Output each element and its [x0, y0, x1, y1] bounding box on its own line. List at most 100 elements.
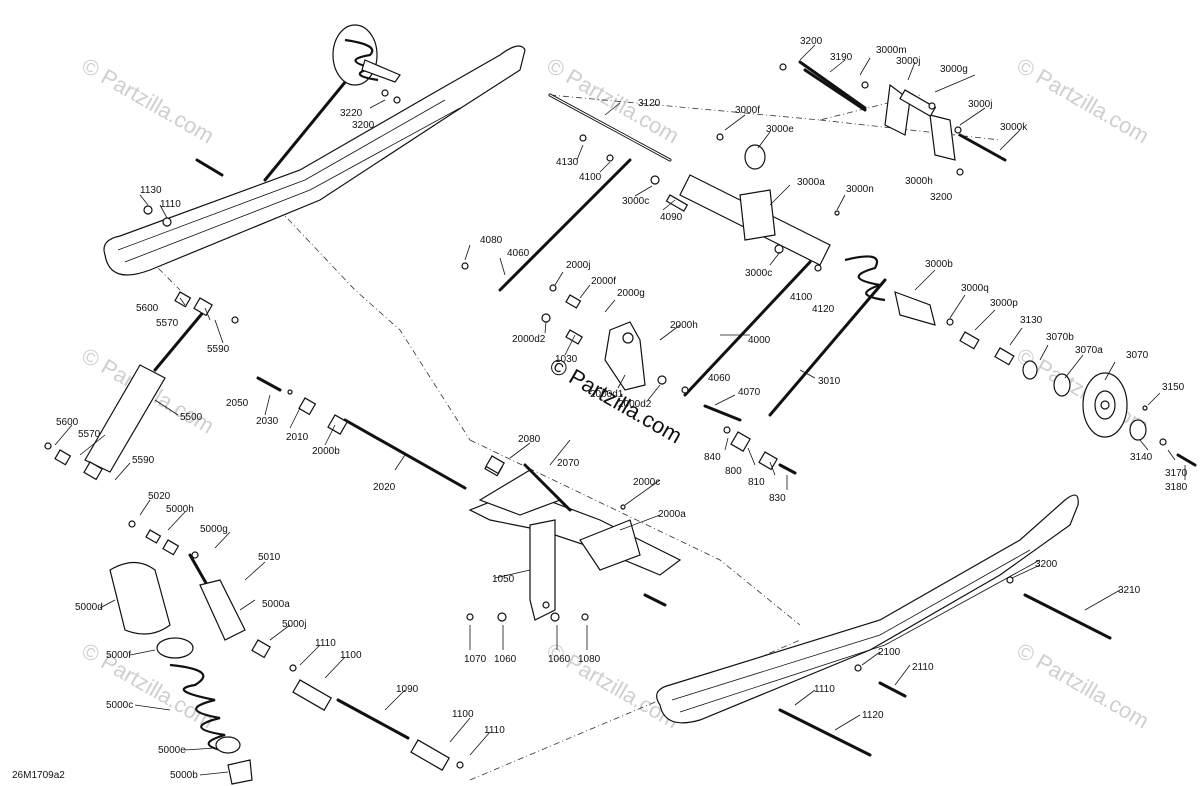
part-label: 3000e	[766, 124, 794, 135]
part-label: 1070	[464, 654, 487, 665]
part-label: 3000j	[896, 56, 920, 67]
left-rail	[103, 45, 526, 276]
part-label: 5000f	[106, 650, 131, 661]
part-label: 3000g	[940, 64, 968, 75]
part-label: 5500	[180, 412, 203, 423]
part-label: 4060	[708, 373, 731, 384]
part-label: 840	[704, 452, 721, 463]
part-label: 1120	[862, 710, 884, 721]
watermark: © Partzilla.com	[78, 53, 219, 149]
part-label: 3200	[800, 36, 823, 47]
part-label: 2000d2	[618, 399, 652, 410]
part-label: 5000e	[158, 745, 186, 756]
part-label: 3000n	[846, 184, 874, 195]
part-label: 3070	[1126, 350, 1149, 361]
part-label: 3000b	[925, 259, 953, 270]
part-label: 2000j	[566, 260, 590, 271]
part-label: 5000b	[170, 770, 198, 781]
part-label: 4100	[579, 172, 602, 183]
part-label: 3210	[1118, 585, 1141, 596]
part-label: 3200	[352, 120, 375, 131]
part-label: 3140	[1130, 452, 1153, 463]
part-label: 1100	[340, 650, 362, 661]
part-label: 1060	[548, 654, 571, 665]
part-label: 3010	[818, 376, 841, 387]
part-label: 1080	[578, 654, 601, 665]
part-label: 1100	[452, 709, 474, 720]
part-label: 3130	[1020, 315, 1043, 326]
part-label: 5000d	[75, 602, 103, 613]
shock-5000	[109, 529, 253, 785]
part-label: 3150	[1162, 382, 1185, 393]
part-label: 4060	[507, 248, 530, 259]
part-label: 1060	[494, 654, 517, 665]
part-label: 1110	[315, 638, 336, 649]
part-label: 2100	[878, 647, 901, 658]
part-label: 5590	[132, 455, 155, 466]
part-label: 830	[769, 493, 786, 504]
part-label: 4090	[660, 212, 683, 223]
part-label: 2010	[286, 432, 309, 443]
part-label: 2030	[256, 416, 279, 427]
part-label: 4100	[790, 292, 813, 303]
right-rail	[656, 494, 1079, 724]
part-label: 3000c	[622, 196, 649, 207]
wheel-3070	[959, 331, 1197, 467]
bracket-assembly-3000	[779, 63, 1007, 162]
part-label: 3000j	[968, 99, 992, 110]
part-label: 3000q	[961, 283, 989, 294]
leader-lines	[54, 44, 1186, 776]
part-label: 1110	[484, 725, 505, 736]
part-label: 1090	[396, 684, 419, 695]
part-labels: 3200 3190 3000m 3000j 3000g 3000j 3000k …	[56, 36, 1188, 781]
part-label: 1110	[160, 199, 181, 210]
part-label: 5000g	[200, 524, 228, 535]
center-shaft-assembly	[548, 93, 936, 326]
part-label: 1130	[140, 185, 162, 196]
part-label: 3070a	[1075, 345, 1103, 356]
part-label: 2000b	[312, 446, 340, 457]
part-label: 4070	[738, 387, 761, 398]
part-label: 3000f	[735, 105, 760, 116]
part-label: 2000d2	[512, 334, 546, 345]
lower-shafts	[251, 376, 907, 771]
part-label: 5600	[136, 303, 159, 314]
part-label: 800	[725, 466, 742, 477]
long-rods	[343, 60, 1112, 757]
watermark: © Partzilla.com	[78, 638, 219, 734]
part-label: 3000p	[990, 298, 1018, 309]
a-frame-2000a	[468, 459, 682, 621]
part-label: 5020	[148, 491, 171, 502]
rail-spring-assembly	[263, 24, 401, 182]
watermark: © Partzilla.com	[543, 638, 684, 734]
part-label: 5000j	[282, 619, 306, 630]
part-label: 2000h	[670, 320, 698, 331]
part-label: 3200	[1035, 559, 1058, 570]
watermark: © Partzilla.com	[1013, 53, 1154, 149]
part-label: 5000a	[262, 599, 290, 610]
part-label: 1050	[492, 574, 515, 585]
part-label: 1110	[814, 684, 835, 695]
part-label: 3000c	[745, 268, 772, 279]
part-label: 5590	[207, 344, 230, 355]
part-label: 2000f	[591, 276, 616, 287]
part-label: 3070b	[1046, 332, 1074, 343]
part-label: 4120	[812, 304, 835, 315]
part-label: 5000c	[106, 700, 133, 711]
part-label: 3000k	[1000, 122, 1028, 133]
part-label: 4080	[480, 235, 503, 246]
part-label: 3000h	[905, 176, 933, 187]
part-label: 2070	[557, 458, 580, 469]
part-label: 3000m	[876, 45, 907, 56]
part-label: 5600	[56, 417, 79, 428]
part-label: 3190	[830, 52, 853, 63]
part-label: 2000c	[633, 477, 660, 488]
part-label: 3200	[930, 192, 953, 203]
part-label: 5570	[156, 318, 179, 329]
part-label: 2000a	[658, 509, 686, 520]
part-label: 3000a	[797, 177, 825, 188]
watermark: © Partzilla.com	[543, 53, 684, 149]
part-label: 4130	[556, 157, 579, 168]
part-label: 3220	[340, 108, 363, 119]
